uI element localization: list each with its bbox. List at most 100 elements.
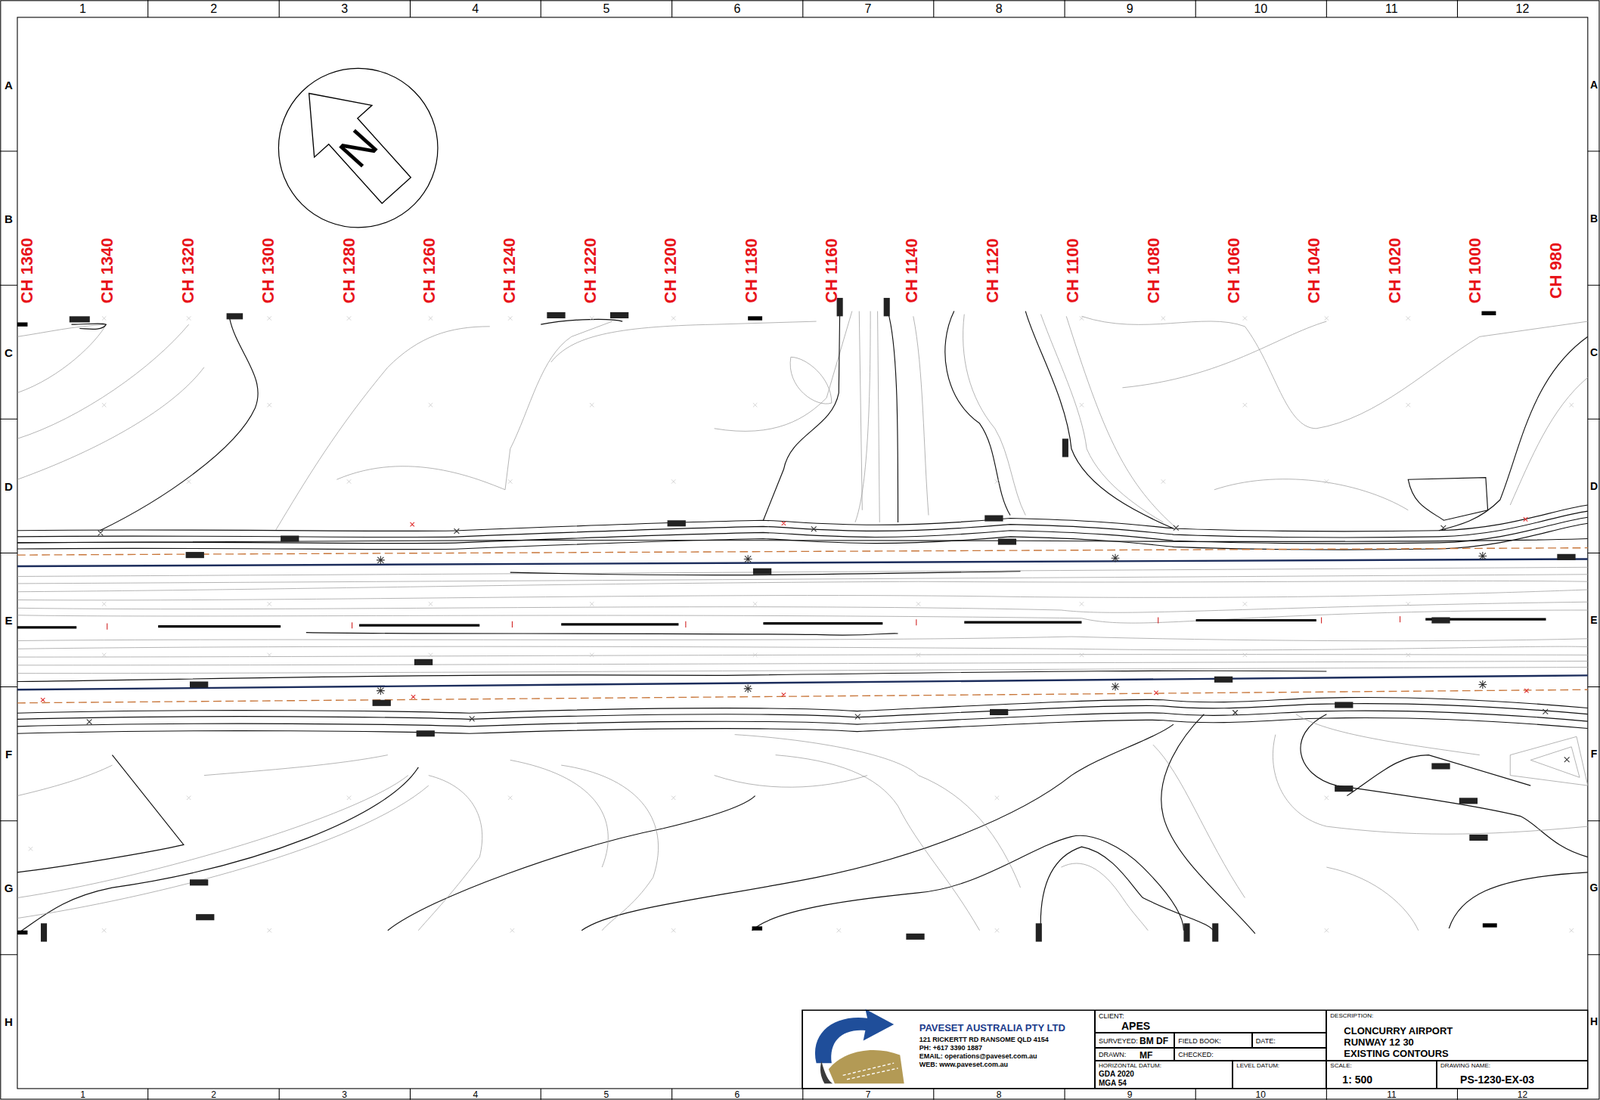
contour-lines [226, 313, 244, 320]
contour-lines [752, 835, 1185, 931]
contour-lines [17, 667, 1588, 674]
contour-lines [1481, 311, 1496, 316]
title-block [843, 1063, 899, 1080]
grid-number: 1 [79, 3, 87, 16]
grid-letter: B [4, 212, 13, 224]
grid-number: 10 [1255, 1090, 1266, 1100]
contour-lines [17, 767, 419, 934]
field-caption: FIELD BOOK: [1178, 1038, 1222, 1045]
contour-lines [1296, 714, 1480, 756]
title-block-cell: SCALE:1: 500 [1326, 1060, 1437, 1089]
contour-lines [409, 517, 1528, 527]
contour-lines [540, 319, 623, 325]
contour-lines [186, 551, 205, 559]
chainage-label: CH 1040 [1305, 238, 1323, 304]
contour-lines [17, 505, 1588, 532]
contour-lines [1214, 479, 1408, 511]
field-caption: DESCRIPTION: [1330, 1013, 1374, 1020]
contour-lines [17, 324, 106, 337]
contour-lines [351, 622, 353, 629]
grid-number: 3 [341, 3, 348, 16]
contour-lines [1448, 872, 1588, 929]
drawing-frame [148, 1088, 1458, 1100]
contour-lines [1157, 617, 1159, 624]
grid-number: 12 [1517, 1090, 1528, 1100]
grid-letter: C [1590, 347, 1598, 358]
contour-lines [790, 356, 832, 404]
field-value: RUNWAY 12 30 [1343, 1037, 1414, 1048]
contour-lines [1459, 797, 1478, 804]
title-block-cell: LEVEL DATUM: [1232, 1060, 1327, 1089]
title-block-cell: PAVESET AUSTRALIA PTY LTD121 RICKERTT RD… [802, 1010, 1095, 1089]
contour-lines [376, 555, 385, 565]
contour-lines [158, 625, 281, 628]
field-caption: LEVEL DATUM: [1236, 1063, 1280, 1070]
contour-lines [336, 321, 612, 490]
company-web: WEB: www.paveset.com.au [919, 1061, 1008, 1069]
contour-lines [762, 622, 883, 625]
grid-number: 10 [1253, 3, 1268, 16]
contour-lines [28, 316, 1574, 933]
contour-lines [1334, 785, 1353, 792]
field-caption: HORIZONTAL DATUM: [1098, 1063, 1162, 1070]
contour-lines [1510, 377, 1588, 506]
grid-number: 4 [471, 3, 479, 16]
chainage-label: CH 1240 [501, 238, 518, 304]
grid-letter: E [4, 614, 13, 627]
chainage-label: CH 1120 [984, 238, 1002, 304]
contour-lines [17, 559, 1588, 567]
contour-lines [1326, 867, 1418, 931]
contour-lines [99, 318, 258, 531]
contour-lines [510, 759, 609, 868]
contour-lines [28, 796, 1329, 852]
contour-lines [189, 879, 208, 886]
chainage-label: CH 1260 [421, 238, 438, 304]
grid-number: 5 [604, 1090, 610, 1100]
contour-lines [762, 311, 840, 521]
contour-lines [17, 610, 1588, 624]
grid-number: 6 [734, 3, 742, 16]
grid-number: 12 [1516, 3, 1530, 16]
contour-lines [1214, 676, 1233, 683]
contour-lines [17, 548, 1588, 556]
contour-lines [775, 755, 980, 931]
contour-lines [17, 567, 1588, 577]
grid-letter: B [1590, 213, 1598, 224]
contour-lines [963, 314, 1027, 516]
contour-lines [511, 621, 513, 628]
contour-lines [186, 479, 1329, 484]
contour-lines [1161, 714, 1256, 934]
contour-lines [964, 621, 1082, 624]
grid-number: 7 [865, 3, 872, 16]
contour-lines [1431, 762, 1450, 769]
contour-lines [275, 326, 490, 531]
chainage-label: CH 1300 [260, 238, 277, 304]
contour-lines [17, 324, 106, 393]
contour-lines [1478, 551, 1487, 561]
contour-lines [1060, 863, 1148, 931]
grid-letter: D [4, 480, 13, 492]
contour-lines [40, 923, 47, 942]
grid-letter: F [1590, 748, 1598, 760]
chainage-label: CH 1140 [903, 238, 921, 304]
field-value: CLONCURRY AIRPORT [1343, 1026, 1453, 1036]
contour-lines [17, 755, 184, 873]
title-block-cell: FIELD BOOK: [1174, 1032, 1253, 1049]
field-value: APES [1121, 1020, 1151, 1032]
contour-lines [86, 525, 1570, 763]
contour-lines [1035, 923, 1042, 942]
contour-lines [753, 568, 772, 575]
contour-lines [280, 535, 299, 542]
contour-lines [551, 321, 817, 363]
contour-lines [17, 718, 1588, 735]
contour-lines [747, 316, 763, 320]
contour-lines [86, 709, 1570, 763]
grid-letter: H [4, 1016, 13, 1028]
grid-number: 1 [80, 1090, 86, 1100]
north-arrow [278, 67, 438, 228]
contour-lines [106, 623, 108, 630]
contour-lines [1346, 755, 1531, 797]
